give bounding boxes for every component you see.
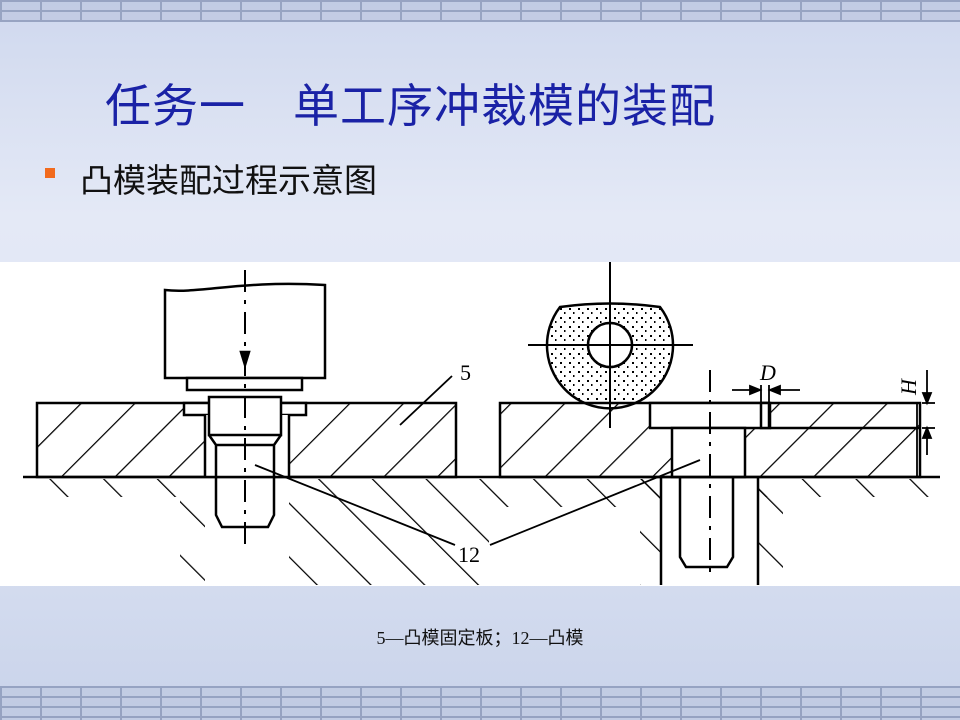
label-plate: 5 (460, 360, 471, 385)
grinding-wheel (528, 262, 693, 428)
brick-border-bottom (0, 686, 960, 720)
label-height-h: H (896, 378, 921, 396)
figure-caption: 5—凸模固定板；12—凸模 (376, 628, 584, 648)
bullet-square-icon (45, 168, 55, 178)
bullet-text: 凸模装配过程示意图 (80, 161, 377, 200)
assembly-diagram: 5 12 D H (0, 262, 960, 586)
label-gap-d: D (759, 360, 776, 385)
left-punch (163, 270, 327, 545)
slide-title: 任务一 单工序冲裁模的装配 (105, 79, 716, 133)
label-punch: 12 (458, 542, 480, 567)
brick-border-top (0, 0, 960, 22)
right-fixing-plate (498, 370, 922, 585)
base-hatch (30, 479, 938, 585)
